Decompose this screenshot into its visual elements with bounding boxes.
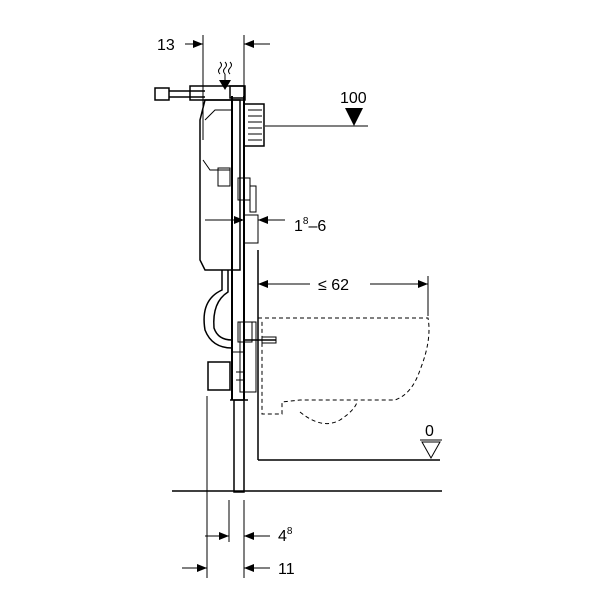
height-label: 100 xyxy=(340,90,367,107)
top-offset-label: 13 xyxy=(157,37,175,54)
bottom-total-label: 11 xyxy=(278,561,295,578)
dimension-top-offset: 13 xyxy=(157,35,270,140)
wc-bowl-outline xyxy=(258,317,430,425)
dimension-bottom-offset: 48 xyxy=(205,396,293,578)
wall-outline xyxy=(257,250,440,461)
dimension-projection: ≤ 62 xyxy=(258,276,429,316)
wall-range-label: 18–6 xyxy=(294,216,326,235)
floor-level-label: 0 xyxy=(425,423,434,440)
installation-frame xyxy=(154,85,277,493)
dimension-bottom-total: 11 xyxy=(182,561,295,578)
dimension-height: 100 xyxy=(265,90,368,127)
projection-label: ≤ 62 xyxy=(318,277,349,294)
dimension-wall-range: 18–6 xyxy=(220,216,326,235)
bottom-offset-label: 48 xyxy=(278,526,293,545)
heat-wave-icon xyxy=(218,61,232,90)
level-triangle-icon: 0 xyxy=(420,423,442,460)
